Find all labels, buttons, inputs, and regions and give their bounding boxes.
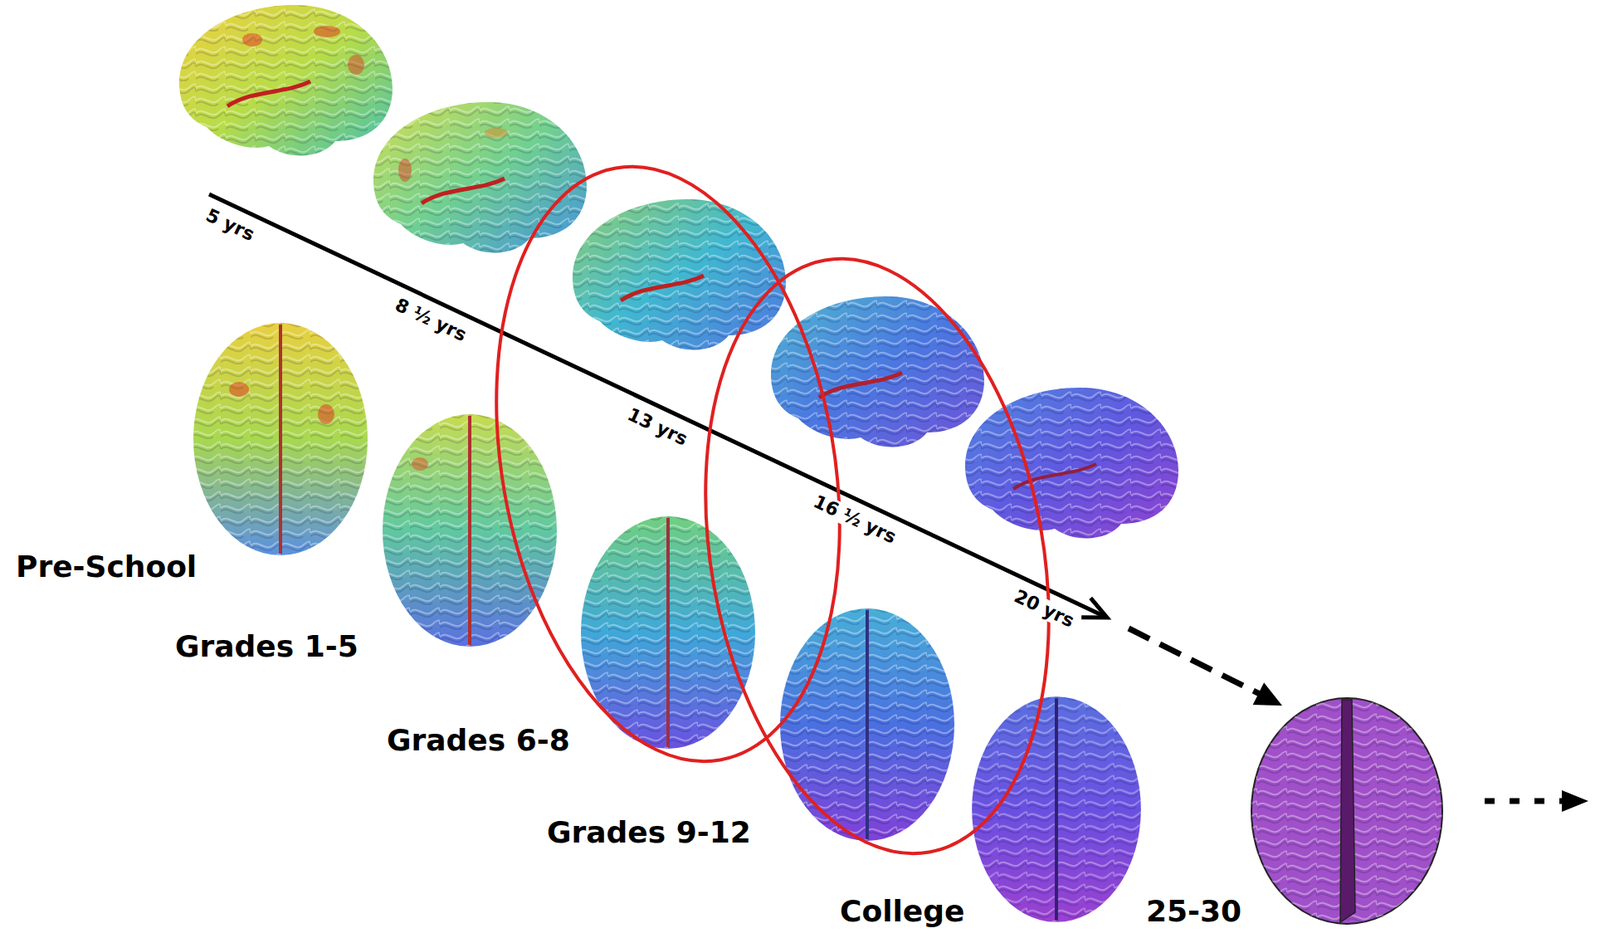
age-label: 13 yrs (622, 403, 693, 451)
age-label: 20 yrs (1009, 585, 1080, 633)
stage-label: Grades 1-5 (171, 629, 362, 664)
stage-label: 25-30 (1142, 894, 1245, 928)
stage-label: College (836, 894, 968, 928)
age-label: 16 ½ yrs (808, 490, 903, 549)
age-label: 5 yrs (200, 204, 260, 247)
age-label: 8 ½ yrs (390, 293, 473, 347)
stage-label: Pre-School (12, 550, 200, 584)
stage-label: Grades 6-8 (383, 723, 574, 757)
stage-label: Grades 9-12 (543, 815, 755, 849)
